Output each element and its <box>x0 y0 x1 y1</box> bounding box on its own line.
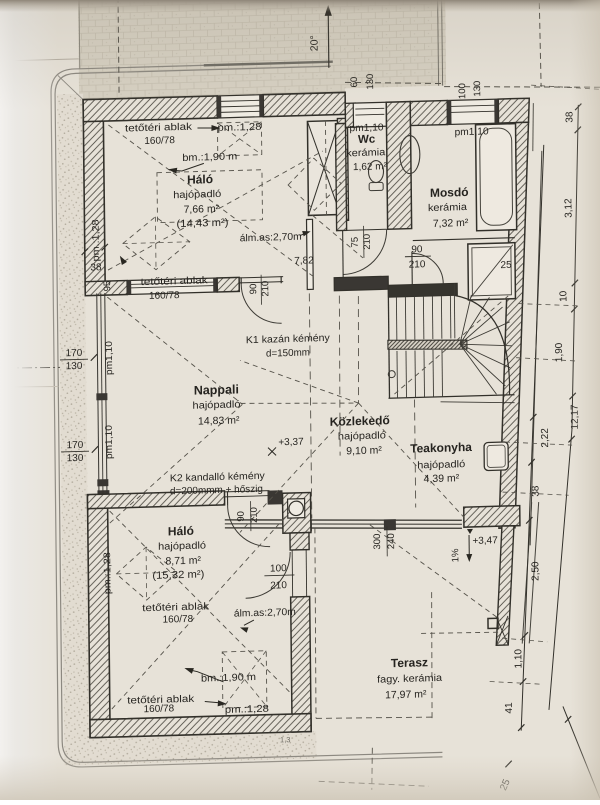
svg-text:tetőtéri ablak: tetőtéri ablak <box>125 122 193 135</box>
svg-text:pm.:1,28: pm.:1,28 <box>102 552 113 594</box>
svg-text:hajópadló: hajópadló <box>417 459 466 471</box>
svg-text:Mosdó: Mosdó <box>430 185 469 200</box>
svg-text:210: 210 <box>260 281 271 297</box>
svg-text:90: 90 <box>248 284 259 295</box>
svg-text:(14,43 m²): (14,43 m²) <box>176 217 228 230</box>
svg-text:7,82: 7,82 <box>294 255 314 267</box>
svg-text:210: 210 <box>409 259 426 270</box>
svg-text:90: 90 <box>236 511 247 522</box>
svg-text:4,39 m²: 4,39 m² <box>424 472 460 485</box>
svg-text:300: 300 <box>372 534 383 550</box>
svg-text:pm1,10: pm1,10 <box>349 122 384 134</box>
svg-text:pm1,10: pm1,10 <box>104 341 115 375</box>
svg-text:fagy. kerámia: fagy. kerámia <box>377 673 443 686</box>
svg-text:álm.as:2,70m: álm.as:2,70m <box>240 232 302 245</box>
svg-text:pm1,10: pm1,10 <box>455 126 490 138</box>
svg-text:hajópadló: hajópadló <box>173 189 222 201</box>
svg-text:pm.:1,28: pm.:1,28 <box>90 219 101 261</box>
svg-text:2,50: 2,50 <box>530 561 541 581</box>
svg-text:pm.:1,28: pm.:1,28 <box>217 122 262 134</box>
svg-text:Közlekedő: Közlekedő <box>330 413 390 429</box>
svg-text:10: 10 <box>558 290 569 302</box>
svg-text:160/78: 160/78 <box>149 290 180 302</box>
svg-text:41: 41 <box>504 702 515 714</box>
svg-text:7,32 m²: 7,32 m² <box>433 217 469 230</box>
svg-text:1%: 1% <box>450 548 461 563</box>
svg-text:(15,32 m²): (15,32 m²) <box>152 568 204 581</box>
svg-text:kerámia: kerámia <box>428 202 468 214</box>
svg-text:160/78: 160/78 <box>144 135 175 147</box>
svg-text:1,3: 1,3 <box>280 735 291 744</box>
svg-text:130: 130 <box>66 361 83 372</box>
svg-text:170: 170 <box>66 348 83 359</box>
svg-text:17,97 m²: 17,97 m² <box>385 688 427 701</box>
svg-text:7,66 m²: 7,66 m² <box>183 203 219 216</box>
svg-text:100: 100 <box>270 563 287 574</box>
svg-text:240: 240 <box>386 533 397 549</box>
svg-text:+3,37: +3,37 <box>278 437 304 449</box>
svg-text:Terasz: Terasz <box>391 655 428 670</box>
svg-text:210: 210 <box>270 580 287 591</box>
svg-text:160/78: 160/78 <box>143 703 174 715</box>
svg-text:38: 38 <box>531 485 542 497</box>
svg-text:hajópadló: hajópadló <box>192 399 241 411</box>
svg-text:2,22: 2,22 <box>540 428 551 448</box>
svg-text:9,10 m²: 9,10 m² <box>346 444 382 457</box>
svg-text:pm.:1,28: pm.:1,28 <box>225 704 270 716</box>
svg-text:Háló: Háló <box>168 524 194 539</box>
svg-text:tetőtéri ablak: tetőtéri ablak <box>142 601 210 614</box>
svg-text:1,90: 1,90 <box>554 342 565 362</box>
svg-text:bm.:1,90 m: bm.:1,90 m <box>182 151 237 164</box>
svg-text:14,83 m²: 14,83 m² <box>198 414 240 427</box>
svg-text:Nappali: Nappali <box>194 382 239 397</box>
svg-text:38: 38 <box>90 262 102 273</box>
svg-text:Wc: Wc <box>358 134 376 146</box>
svg-text:25: 25 <box>500 260 512 271</box>
svg-text:90: 90 <box>411 244 423 255</box>
svg-text:bm.:1,90 m: bm.:1,90 m <box>201 672 256 685</box>
svg-text:K1 kazán kémény: K1 kazán kémény <box>246 333 330 346</box>
svg-text:hajópadló: hajópadló <box>158 540 207 552</box>
svg-text:Háló: Háló <box>187 172 213 187</box>
svg-text:1,10: 1,10 <box>513 648 524 668</box>
svg-text:75: 75 <box>350 237 361 248</box>
svg-text:8,71 m²: 8,71 m² <box>165 555 201 568</box>
svg-text:álm.as:2,70m: álm.as:2,70m <box>234 607 296 620</box>
svg-text:160/78: 160/78 <box>163 614 194 626</box>
svg-text:hajópadló: hajópadló <box>338 430 387 442</box>
svg-text:95: 95 <box>102 281 113 292</box>
svg-text:170: 170 <box>67 440 84 451</box>
svg-text:tetőtéri ablak: tetőtéri ablak <box>141 275 209 288</box>
svg-text:+3,47: +3,47 <box>472 535 498 547</box>
svg-text:130: 130 <box>67 453 84 464</box>
svg-text:d=150mm: d=150mm <box>266 347 310 359</box>
svg-text:kerámia: kerámia <box>346 147 386 159</box>
svg-text:pm1,10: pm1,10 <box>104 425 115 459</box>
svg-text:Teakonyha: Teakonyha <box>410 440 472 456</box>
